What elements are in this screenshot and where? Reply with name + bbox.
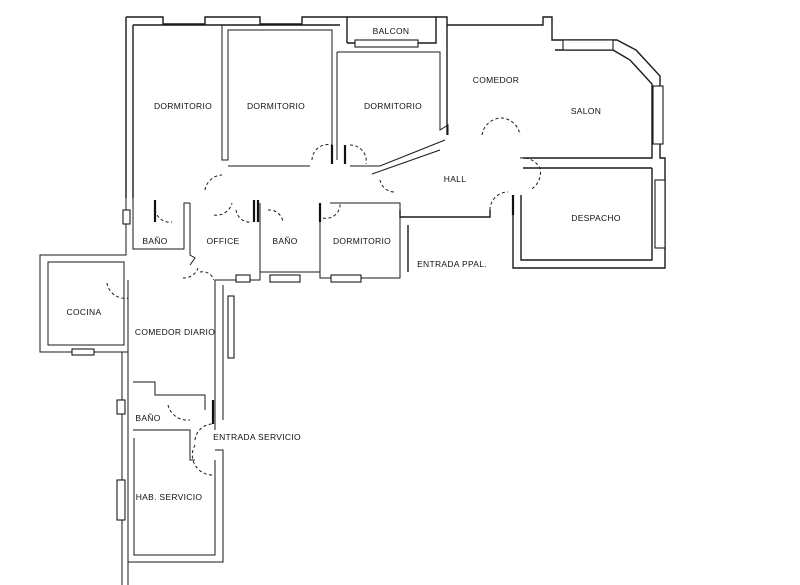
room-label-entrada-ppal: ENTRADA PPAL. [417, 259, 487, 269]
room-label-bano-1: BAÑO [142, 236, 168, 246]
room-label-comedor: COMEDOR [472, 75, 520, 85]
room-label-bano-3: BAÑO [135, 413, 161, 423]
room-label-salon: SALON [570, 106, 602, 116]
room-label-office: OFFICE [206, 236, 240, 246]
doors [106, 117, 541, 476]
room-label-dormitorio-3: DORMITORIO [363, 101, 423, 111]
room-label-cocina: COCINA [66, 307, 102, 317]
windows [71, 39, 666, 521]
faded-watermark-area [400, 350, 800, 585]
room-label-hall: HALL [443, 174, 467, 184]
room-label-balcon: BALCON [372, 26, 410, 36]
room-label-despacho: DESPACHO [571, 213, 621, 223]
room-label-entrada-servicio: ENTRADA SERVICIO [213, 432, 301, 442]
door-leaves [153, 145, 515, 424]
room-label-comedor-diario: COMEDOR DIARIO [134, 327, 216, 337]
room-label-dormitorio-1: DORMITORIO [153, 101, 213, 111]
exterior-walls [125, 16, 666, 272]
room-label-dormitorio-4: DORMITORIO [332, 236, 392, 246]
room-label-hab-servicio: HAB. SERVICIO [135, 492, 203, 502]
room-label-dormitorio-2: DORMITORIO [246, 101, 306, 111]
interior-walls [39, 25, 449, 585]
room-label-bano-2: BAÑO [272, 236, 298, 246]
